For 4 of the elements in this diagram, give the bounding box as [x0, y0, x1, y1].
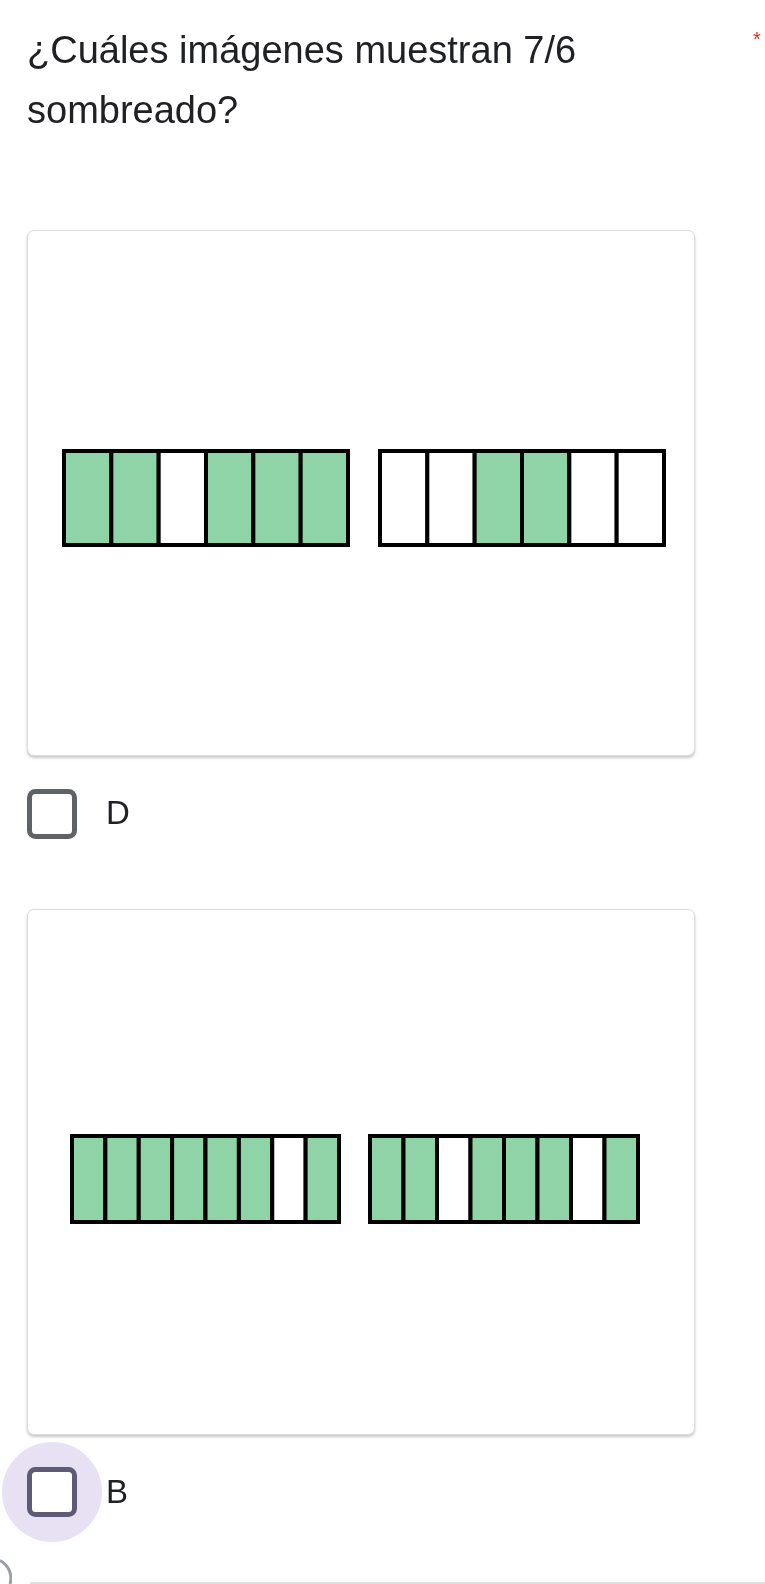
required-mark: * [753, 28, 761, 50]
question-title: ¿Cuáles imágenes muestran 7/6 sombreado? [27, 28, 578, 133]
option-label: B [106, 1472, 128, 1512]
option-label: D [106, 793, 130, 833]
